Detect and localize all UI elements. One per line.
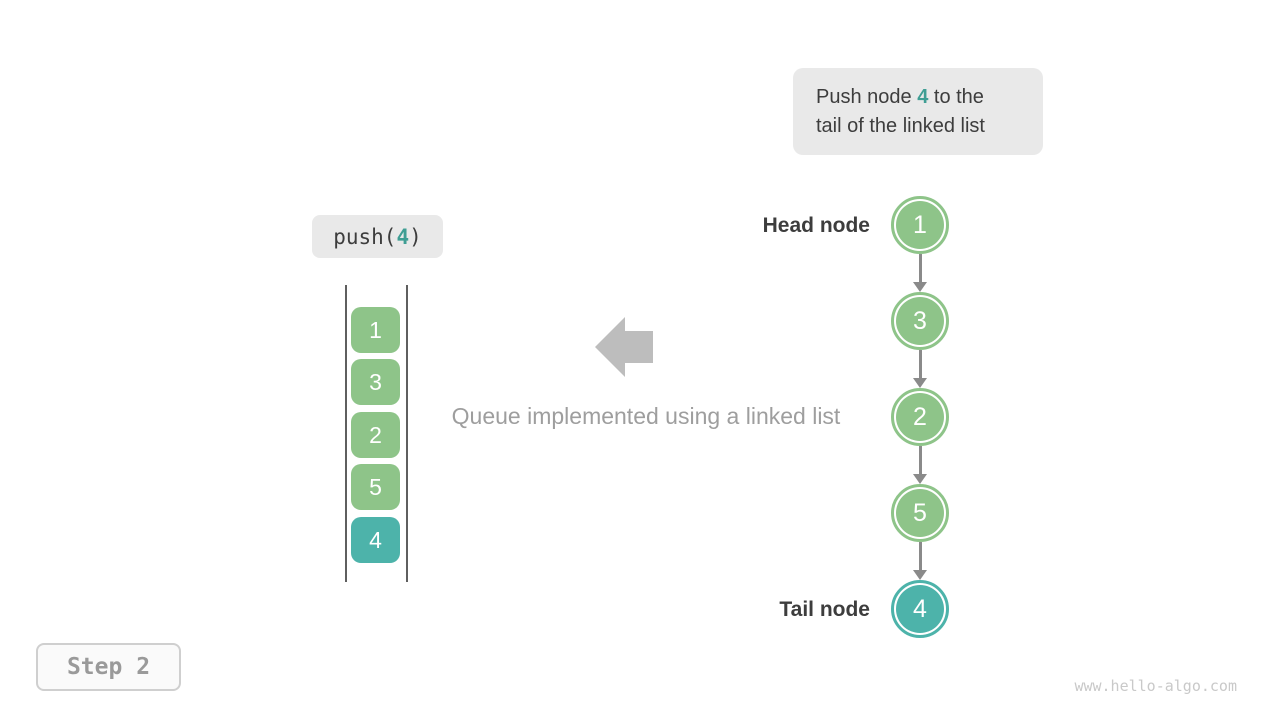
tail-node-label: Tail node bbox=[779, 598, 870, 621]
instruction-line1-pre: Push node bbox=[816, 85, 918, 108]
push-label-pre: push( bbox=[333, 224, 397, 249]
queue-item: 2 bbox=[351, 412, 400, 458]
linked-list-node: 3 bbox=[891, 292, 949, 350]
linked-list-node-pushed: 4 bbox=[891, 580, 949, 638]
head-node-label: Head node bbox=[762, 214, 870, 237]
node-value: 5 bbox=[896, 489, 944, 537]
watermark-text: www.hello-algo.com bbox=[1074, 677, 1237, 695]
push-label-post: ) bbox=[409, 224, 422, 249]
diagram-caption: Queue implemented using a linked list bbox=[451, 403, 841, 429]
down-arrow-icon bbox=[913, 254, 927, 292]
instruction-value: 4 bbox=[917, 85, 929, 108]
queue-item: 5 bbox=[351, 464, 400, 510]
instruction-line1-post: to the bbox=[928, 85, 984, 108]
instruction-text: Push node 4 to the tail of the linked lis… bbox=[816, 83, 985, 141]
queue-wall-left-line bbox=[345, 285, 347, 582]
node-value: 4 bbox=[896, 585, 944, 633]
push-label-value: 4 bbox=[396, 224, 410, 249]
node-value: 3 bbox=[896, 297, 944, 345]
linked-list-node: 2 bbox=[891, 388, 949, 446]
down-arrow-icon bbox=[913, 350, 927, 388]
instruction-line2: tail of the linked list bbox=[816, 114, 985, 137]
linked-list-node: 1 bbox=[891, 196, 949, 254]
push-operation-label: push(4) bbox=[312, 215, 443, 258]
queue-item-pushed: 4 bbox=[351, 517, 400, 563]
step-badge: Step 2 bbox=[36, 643, 181, 691]
instruction-bubble: Push node 4 to the tail of the linked lis… bbox=[793, 68, 1043, 155]
node-value: 1 bbox=[896, 201, 944, 249]
linked-list-node: 5 bbox=[891, 484, 949, 542]
queue-item: 3 bbox=[351, 359, 400, 405]
left-arrow-icon bbox=[595, 317, 653, 382]
down-arrow-icon bbox=[913, 446, 927, 484]
queue-item: 1 bbox=[351, 307, 400, 353]
node-value: 2 bbox=[896, 393, 944, 441]
queue-wall-right-line bbox=[406, 285, 408, 582]
down-arrow-icon bbox=[913, 542, 927, 580]
